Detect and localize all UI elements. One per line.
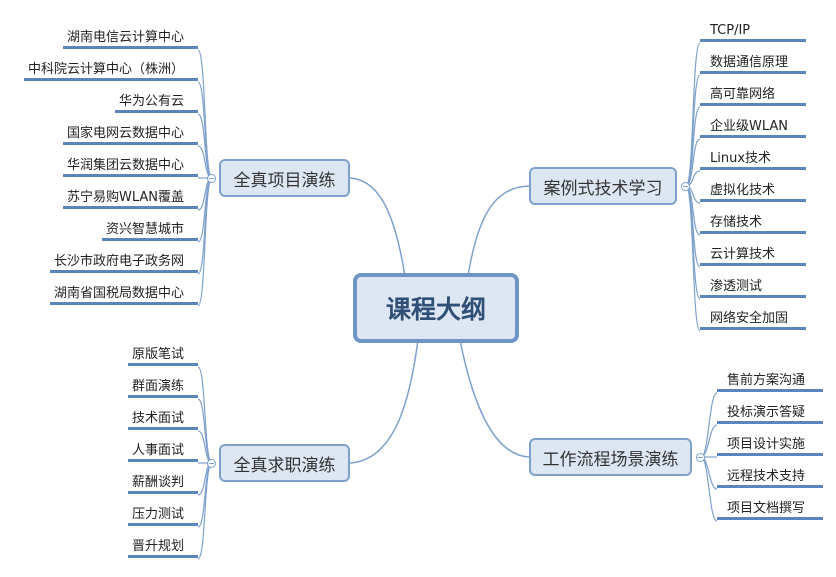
leaf-project-item[interactable]: 湖南省国税局数据中心 bbox=[50, 284, 198, 305]
leaf-workflow-item[interactable]: 投标演示答疑 bbox=[717, 403, 823, 424]
leaf-tech-item[interactable]: 渗透测试 bbox=[700, 277, 806, 298]
leaf-job-item[interactable]: 群面演练 bbox=[128, 377, 198, 398]
leaf-project-item[interactable]: 苏宁易购WLAN覆盖 bbox=[63, 188, 198, 209]
leaf-tech-item[interactable]: 存储技术 bbox=[700, 213, 806, 234]
collapse-toggle-job[interactable] bbox=[207, 459, 216, 468]
leaf-tech-item[interactable]: 高可靠网络 bbox=[700, 85, 806, 106]
leaf-workflow-item[interactable]: 远程技术支持 bbox=[717, 467, 823, 488]
leaf-job-item[interactable]: 原版笔试 bbox=[128, 345, 198, 366]
leaf-job-item[interactable]: 晋升规划 bbox=[128, 537, 198, 558]
collapse-toggle-project[interactable] bbox=[207, 174, 216, 183]
leaf-project-item[interactable]: 华润集团云数据中心 bbox=[63, 156, 198, 177]
leaf-tech-item[interactable]: 虚拟化技术 bbox=[700, 181, 806, 202]
collapse-toggle-workflow[interactable] bbox=[696, 453, 705, 462]
leaf-tech-item[interactable]: Linux技术 bbox=[700, 149, 806, 170]
collapse-toggle-tech[interactable] bbox=[681, 182, 690, 191]
leaf-project-item[interactable]: 中科院云计算中心（株洲） bbox=[24, 60, 198, 81]
leaf-workflow-item[interactable]: 项目设计实施 bbox=[717, 435, 823, 456]
leaf-project-item[interactable]: 华为公有云 bbox=[115, 92, 198, 113]
branch-job-drills[interactable]: 全真求职演练 bbox=[219, 444, 350, 482]
leaf-job-item[interactable]: 技术面试 bbox=[128, 409, 198, 430]
central-topic[interactable]: 课程大纲 bbox=[353, 273, 519, 343]
leaf-tech-item[interactable]: 数据通信原理 bbox=[700, 53, 806, 74]
leaf-workflow-item[interactable]: 项目文档撰写 bbox=[717, 499, 823, 520]
leaf-project-item[interactable]: 湖南电信云计算中心 bbox=[63, 28, 198, 49]
branch-tech-learning[interactable]: 案例式技术学习 bbox=[529, 167, 677, 205]
leaf-tech-item[interactable]: 企业级WLAN bbox=[700, 117, 806, 138]
leaf-tech-item[interactable]: 网络安全加固 bbox=[700, 309, 806, 330]
leaf-tech-item[interactable]: 云计算技术 bbox=[700, 245, 806, 266]
leaf-project-item[interactable]: 资兴智慧城市 bbox=[102, 220, 198, 241]
branch-workflow-drills[interactable]: 工作流程场景演练 bbox=[529, 438, 692, 476]
leaf-job-item[interactable]: 压力测试 bbox=[128, 505, 198, 526]
leaf-job-item[interactable]: 人事面试 bbox=[128, 441, 198, 462]
branch-project-drills[interactable]: 全真项目演练 bbox=[219, 159, 350, 197]
leaf-project-item[interactable]: 长沙市政府电子政务网 bbox=[50, 252, 198, 273]
leaf-tech-item[interactable]: TCP/IP bbox=[700, 21, 806, 42]
leaf-project-item[interactable]: 国家电网云数据中心 bbox=[63, 124, 198, 145]
leaf-workflow-item[interactable]: 售前方案沟通 bbox=[717, 371, 823, 392]
leaf-job-item[interactable]: 薪酬谈判 bbox=[128, 473, 198, 494]
